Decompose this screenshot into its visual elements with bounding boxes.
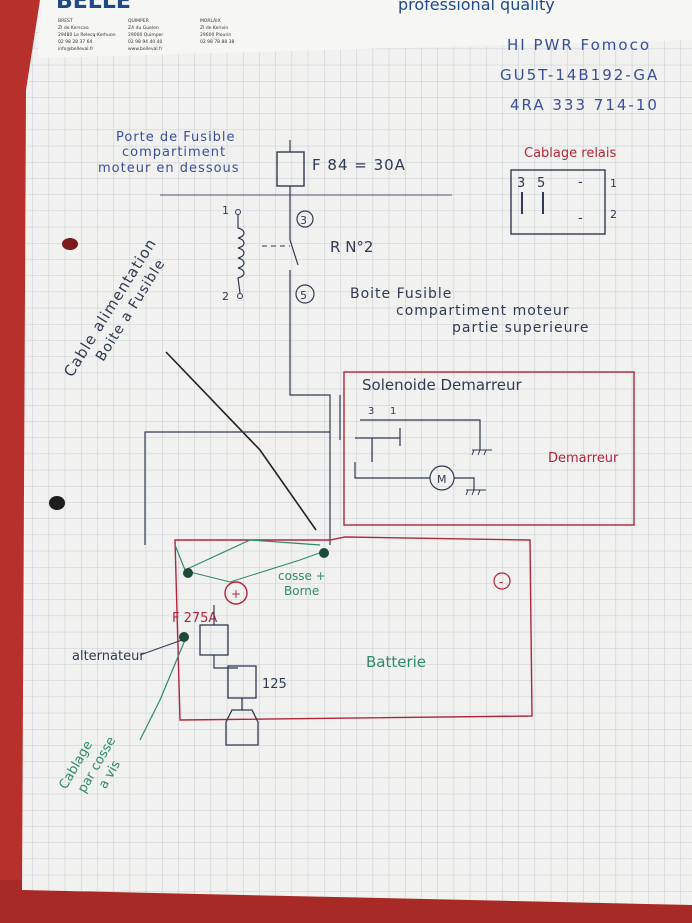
letterhead-address-line: 29480 Le Relecq-Kerhuon (58, 32, 116, 38)
fuse-box-upper-note: Boite Fusible compartiment moteur partie… (350, 286, 590, 336)
svg-text:-: - (578, 175, 583, 190)
letterhead-address-line: ZA du Guelen (128, 25, 159, 31)
info-line: HI PWR Fomoco (507, 36, 651, 54)
fuse-f84: F 84 = 30A (276, 140, 406, 212)
starter-label: Demarreur (548, 451, 619, 466)
svg-text:2: 2 (222, 290, 229, 303)
svg-text:F 275A: F 275A (172, 611, 217, 626)
alternator-label: alternateur (72, 649, 145, 664)
letterhead-address-line: ZI de Kerscao (58, 25, 89, 31)
svg-text:-: - (499, 575, 503, 589)
svg-text:compartiment: compartiment (122, 145, 226, 160)
power-cable (165, 351, 317, 531)
info-line: 4RA 333 714-10 (510, 96, 659, 114)
svg-text:partie superieure: partie superieure (452, 320, 590, 336)
solenoid-starter: Solenoide Demarreur 3 1 M Demarreur (339, 371, 635, 526)
relay-r2: 3 5 R N°2 (262, 210, 373, 390)
relay-coil: 1 2 (222, 204, 245, 303)
svg-text:M: M (437, 473, 447, 486)
svg-text:+: + (231, 587, 241, 601)
info-line: GU5T-14B192-GA (500, 66, 659, 84)
svg-text:1: 1 (390, 406, 396, 417)
battery-label: Batterie (366, 653, 426, 671)
svg-text:3: 3 (300, 214, 307, 227)
svg-text:125: 125 (262, 677, 287, 692)
svg-text:1: 1 (222, 204, 229, 217)
letterhead-address-line: info@belleval.fr (58, 46, 94, 52)
svg-text:1: 1 (610, 177, 617, 190)
svg-text:2: 2 (610, 208, 617, 221)
svg-text:compartiment moteur: compartiment moteur (396, 303, 570, 319)
fuse-125: 125 (225, 665, 287, 746)
svg-text:3: 3 (517, 176, 525, 191)
svg-text:-: - (578, 211, 583, 226)
solenoid-label: Solenoide Demarreur (362, 376, 523, 394)
banner-text: professional quality (398, 0, 555, 14)
relay-cabling-title: Cablage relais (524, 146, 617, 161)
relay-label: R N°2 (330, 238, 373, 256)
letterhead-address-line: 02 98 78 88 38 (200, 39, 234, 45)
terminal-nut (183, 568, 193, 578)
terminal-nut (319, 548, 329, 558)
letterhead-address-line: www.belleval.fr (128, 46, 163, 52)
svg-text:cosse +: cosse + (278, 569, 326, 583)
binder-hole (62, 238, 78, 250)
logo-text: BELLE (56, 0, 131, 14)
letterhead-address-line: 02 98 94 40 40 (128, 39, 162, 45)
letterhead-address-line: 29600 Plourin (200, 32, 231, 38)
fuse-275: F 275A (172, 605, 238, 669)
letterhead-address-line: QUIMPER (128, 18, 149, 24)
battery-plus-terminal (224, 581, 248, 605)
svg-text:moteur en dessous: moteur en dessous (98, 161, 240, 176)
letterhead-address-line: 29000 Quimper (128, 32, 163, 38)
vehicle-info: HI PWR Fomoco GU5T-14B192-GA 4RA 333 714… (500, 36, 659, 114)
binder-hole (49, 496, 65, 510)
svg-text:5: 5 (300, 289, 307, 302)
ground-icon (465, 489, 486, 496)
svg-text:3: 3 (368, 406, 374, 417)
svg-text:5: 5 (537, 176, 545, 191)
relay-cabling-box: Cablage relais 3 5 - - 1 2 (510, 146, 617, 235)
battery-minus-terminal (493, 572, 511, 590)
terminal-nut (179, 632, 189, 642)
ground-icon (471, 449, 492, 456)
svg-text:Borne: Borne (284, 584, 319, 598)
fuse-box-below-note: Porte de Fusible compartiment moteur en … (98, 130, 240, 176)
svg-text:Porte de Fusible: Porte de Fusible (116, 130, 236, 145)
letterhead-address-line: ZI de Kerivin (200, 25, 228, 31)
fuse-f84-label: F 84 = 30A (312, 156, 406, 174)
battery: - + Batterie cosse + Borne (174, 536, 533, 721)
letterhead-address-line: BREST (58, 18, 73, 24)
letterhead-address-line: 02 98 28 37 64 (58, 39, 92, 45)
letterhead-address-line: MORLAIX (200, 18, 221, 24)
svg-text:Boite Fusible: Boite Fusible (350, 286, 452, 302)
